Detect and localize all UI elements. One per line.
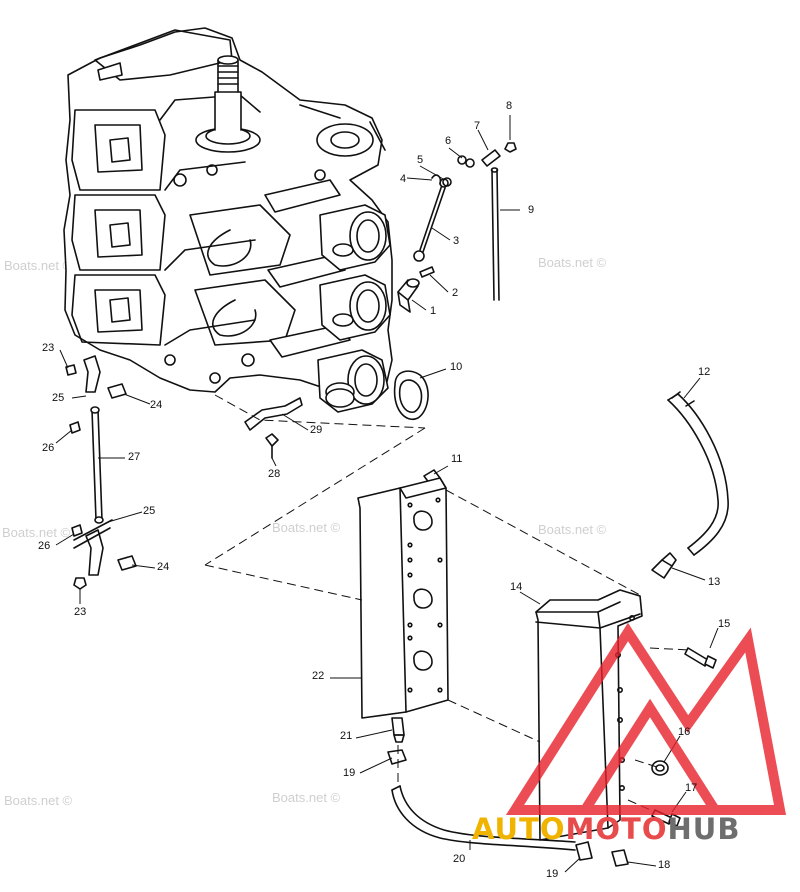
callout-27: 27: [128, 451, 141, 463]
watermark: Boats.net ©: [4, 793, 73, 808]
callout-12: 12: [698, 366, 711, 378]
callout-25: 25: [52, 392, 65, 404]
logo-triangle: [505, 622, 787, 815]
callout-28: 28: [268, 468, 281, 480]
carburetor-throats: [317, 204, 391, 413]
watermark: Boats.net ©: [2, 525, 71, 540]
callout-3: 3: [453, 235, 460, 247]
callout-19: 19: [343, 767, 356, 779]
logo-part-hub: HUB: [667, 812, 741, 846]
callout-17: 17: [685, 782, 698, 794]
callout-2: 2: [452, 287, 459, 299]
callout-4: 4: [400, 173, 407, 185]
callout-18: 18: [658, 859, 671, 871]
callout-23: 23: [74, 606, 87, 618]
callout-25: 25: [143, 505, 156, 517]
watermark: Boats.net ©: [272, 520, 341, 535]
callout-23: 23: [42, 342, 55, 354]
callout-11: 11: [451, 453, 463, 465]
fitting: [651, 559, 673, 579]
watermark: Boats.net ©: [538, 255, 607, 270]
gasket: [393, 370, 429, 421]
callout-5: 5: [417, 154, 424, 166]
callout-26: 26: [38, 540, 51, 552]
callout-16: 16: [678, 726, 691, 738]
callout-20: 20: [453, 853, 466, 865]
callout-15: 15: [718, 618, 731, 630]
callout-24: 24: [150, 399, 163, 411]
callout-26: 26: [42, 442, 55, 454]
alignment-lines: [204, 394, 691, 813]
callout-7: 7: [474, 120, 481, 132]
left-rod-assembly: [65, 355, 137, 590]
logo-wordmark: AUTOMOTOHUB: [472, 812, 740, 848]
callout-6: 6: [445, 135, 452, 147]
callout-19: 19: [546, 868, 559, 880]
leader-lines: [55, 115, 719, 873]
callout-22: 22: [312, 670, 325, 682]
callout-10: 10: [450, 361, 463, 373]
callout-14: 14: [510, 581, 523, 593]
callout-1: 1: [430, 305, 437, 317]
watermark: Boats.net ©: [272, 790, 341, 805]
exhaust-cover: [357, 477, 449, 719]
callout-13: 13: [708, 576, 721, 588]
watermark: Boats.net ©: [4, 258, 73, 273]
callout-9: 9: [528, 204, 535, 216]
logo-part-auto: AUTO: [472, 812, 566, 846]
bracket: [244, 397, 303, 431]
logo-part-moto: MOTO: [565, 812, 668, 846]
callout-8: 8: [506, 100, 513, 112]
cylinder-block: [63, 27, 393, 396]
callout-29: 29: [310, 424, 323, 436]
linkage-parts: [397, 142, 517, 313]
callout-24: 24: [157, 561, 170, 573]
watermark: Boats.net ©: [538, 522, 607, 537]
callout-21: 21: [340, 730, 353, 742]
hose: [667, 391, 729, 556]
